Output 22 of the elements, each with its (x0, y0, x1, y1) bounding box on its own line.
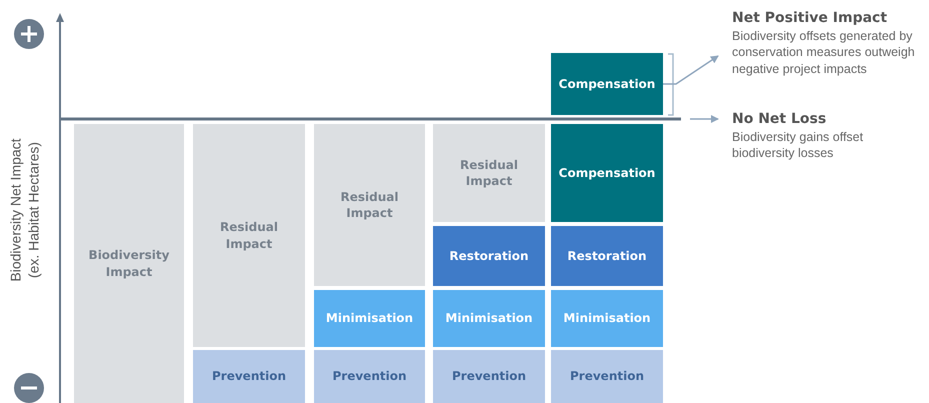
note-heading: Net Positive Impact (732, 10, 888, 26)
impact-block: Prevention (433, 350, 545, 403)
impact-block: Compensation (551, 53, 663, 115)
arrow (663, 55, 719, 85)
impact-block: Minimisation (433, 290, 545, 347)
impact-block: Minimisation (551, 290, 663, 347)
impact-block: Prevention (193, 350, 305, 403)
impact-block: Prevention (314, 350, 425, 403)
impact-block: Minimisation (314, 290, 425, 347)
impact-block: Residual Impact (314, 124, 425, 286)
note-heading: No Net Loss (732, 111, 828, 127)
impact-block: Restoration (551, 226, 663, 286)
impact-block: Compensation (551, 124, 663, 222)
note-text: Biodiversity gains offset biodiversity losses (732, 129, 864, 162)
arrow (690, 115, 719, 123)
impact-block: Prevention (551, 350, 663, 403)
impact-block: Restoration (433, 226, 545, 286)
impact-block: Biodiversity Impact (74, 124, 184, 403)
impact-block: Residual Impact (193, 124, 305, 347)
axis-label: Biodiversity Net Impact (ex. Habitat Hectares) (8, 137, 42, 284)
note-text: Biodiversity offsets generated by conservation measures outweigh negative project impacts (732, 28, 916, 77)
impact-block: Residual Impact (433, 124, 545, 222)
